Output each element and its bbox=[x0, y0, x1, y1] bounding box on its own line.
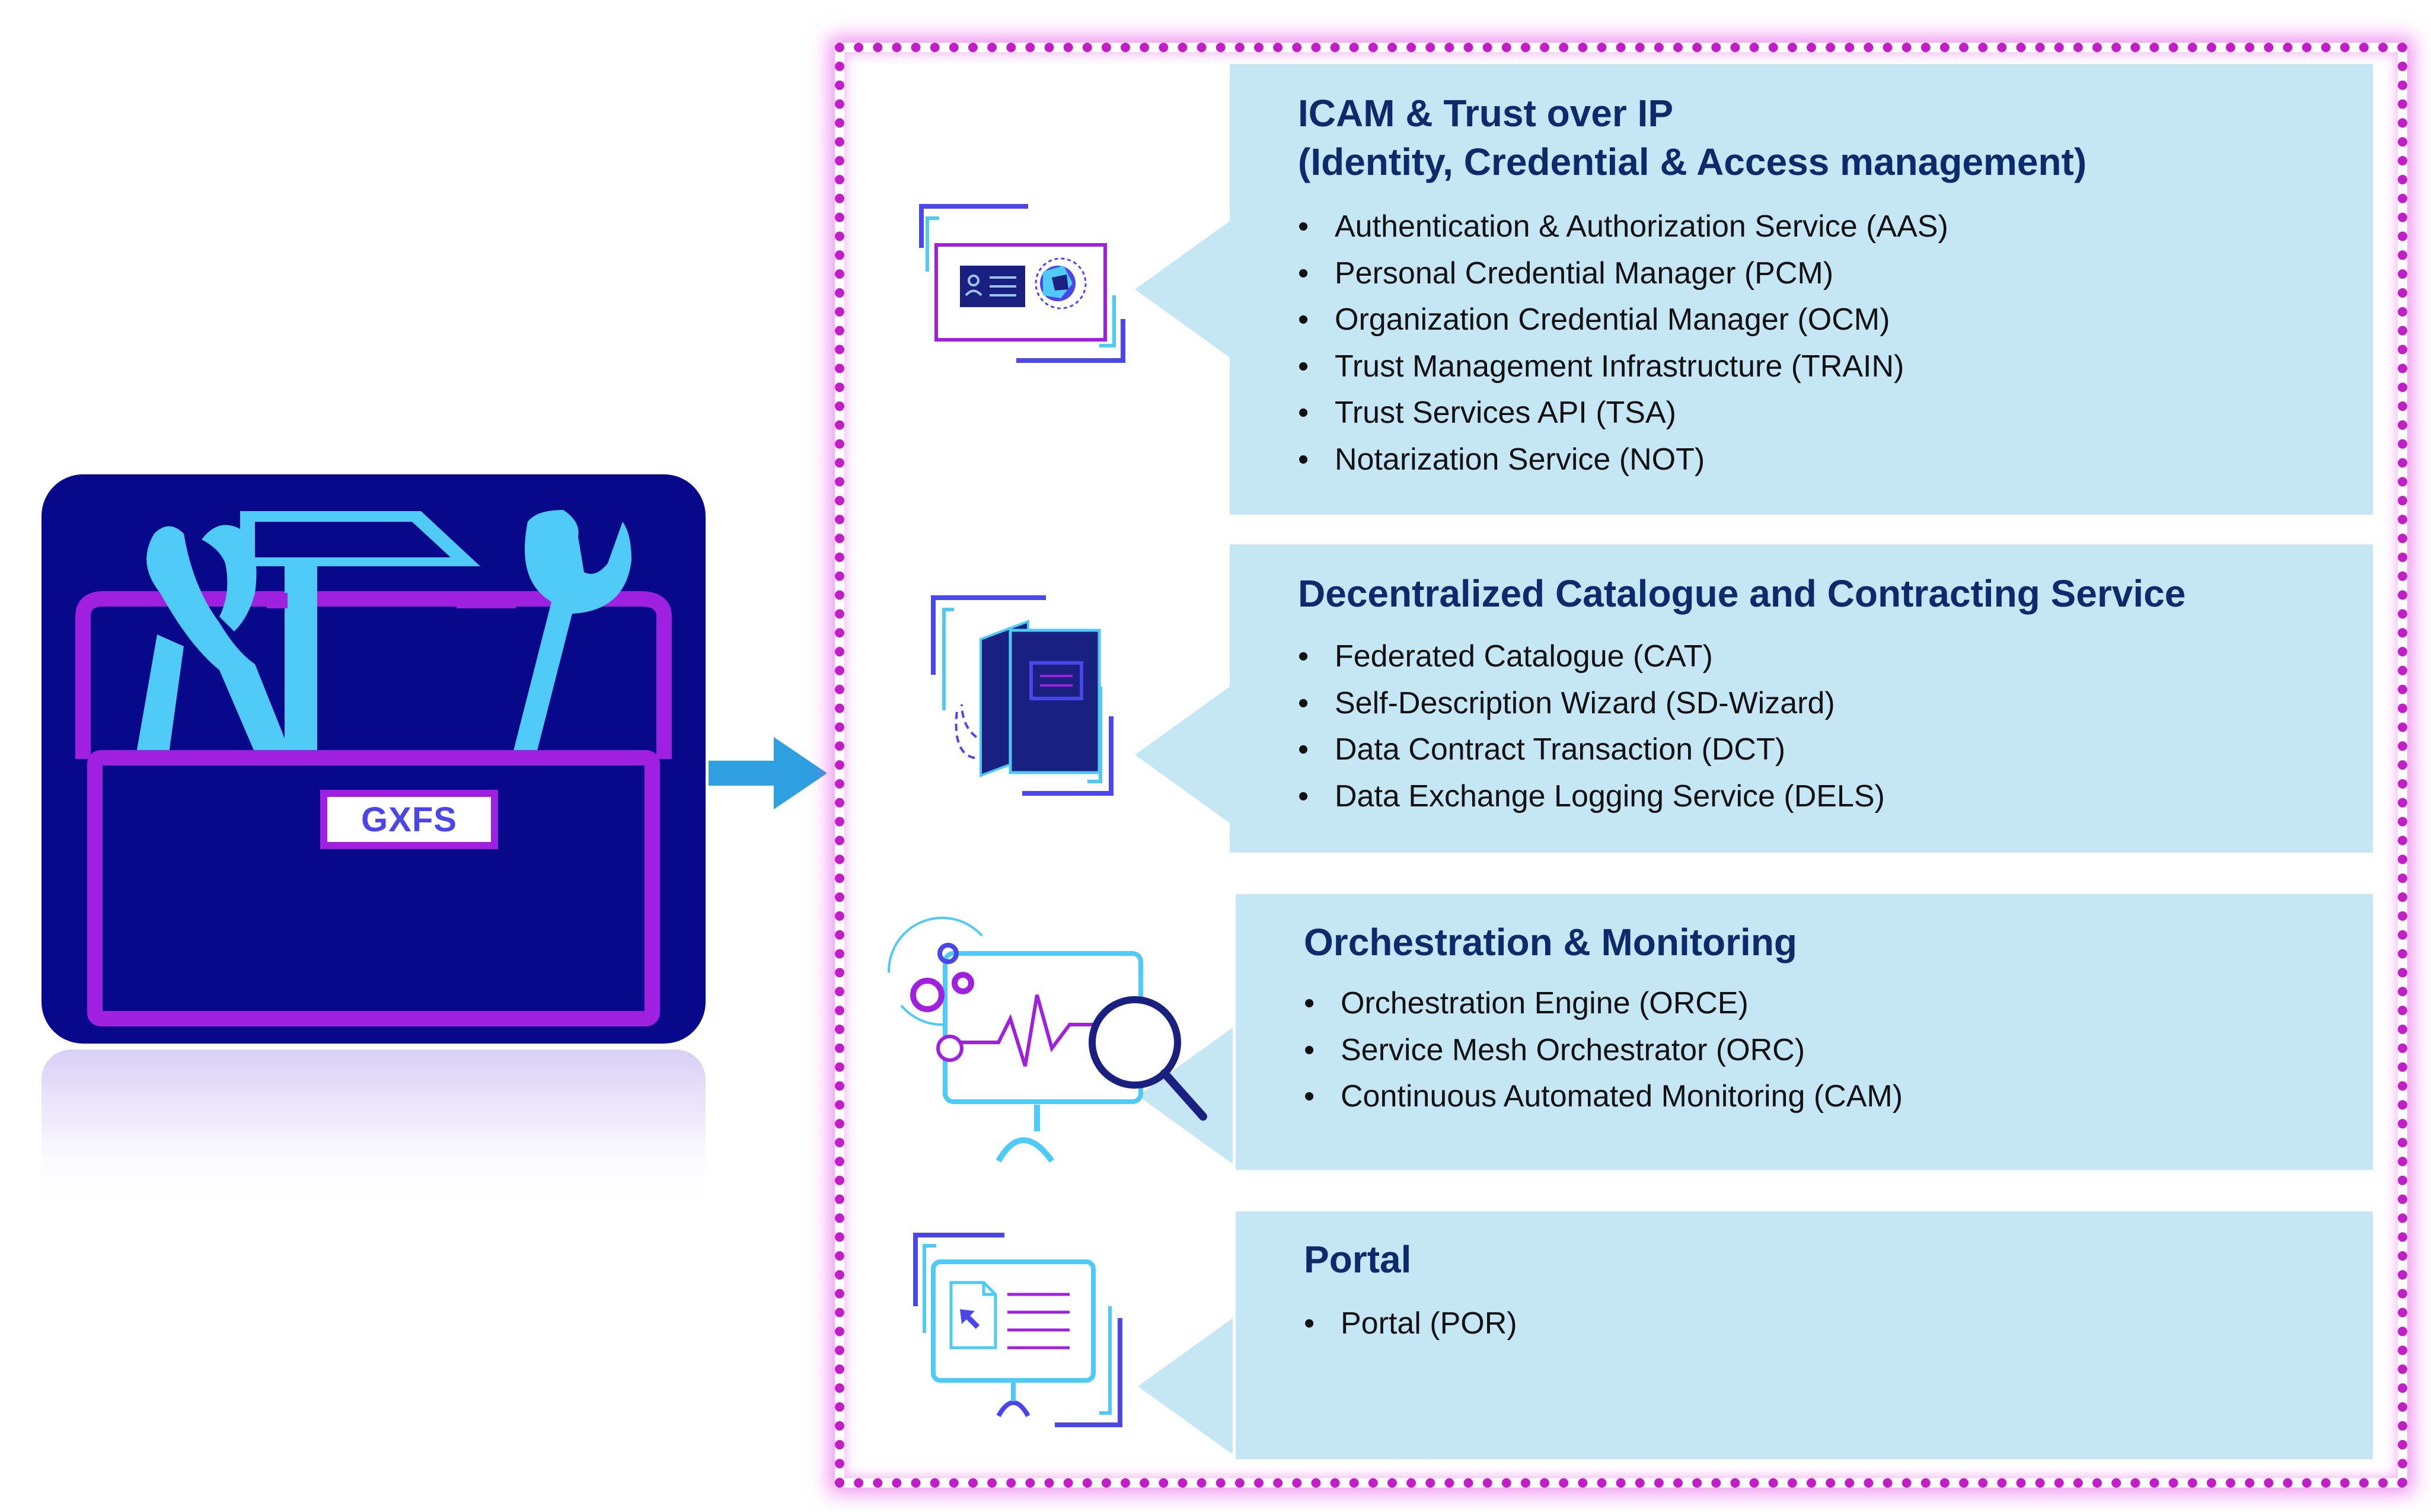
right-arrow-icon bbox=[709, 737, 827, 809]
catalogue-book-icon bbox=[931, 595, 1114, 796]
list-item: Organization Credential Manager (OCM) bbox=[1298, 296, 1948, 343]
list-item: Continuous Automated Monitoring (CAM) bbox=[1304, 1073, 1903, 1120]
gear-icon bbox=[910, 972, 974, 1012]
section-title: ICAM & Trust over IP bbox=[1298, 92, 1673, 135]
section-title: Orchestration & Monitoring bbox=[1304, 921, 1797, 964]
callout-pointer bbox=[1135, 221, 1230, 358]
section-items: Portal (POR) bbox=[1304, 1300, 1517, 1347]
gxfs-label: GXFS bbox=[320, 790, 498, 849]
hammer-icon bbox=[240, 511, 480, 756]
list-item: Data Contract Transaction (DCT) bbox=[1298, 726, 1885, 773]
toolbox-graphic bbox=[75, 510, 672, 1026]
section-title: Portal bbox=[1304, 1238, 1412, 1281]
gxfs-toolbox: GXFS bbox=[42, 474, 706, 1044]
section-icam: ICAM & Trust over IP (Identity, Credenti… bbox=[1230, 64, 2373, 515]
section-title: Decentralized Catalogue and Contracting … bbox=[1298, 572, 2186, 615]
section-items: Authentication & Authorization Service (… bbox=[1298, 203, 1948, 483]
list-item: Federated Catalogue (CAT) bbox=[1298, 633, 1885, 680]
list-item: Trust Management Infrastructure (TRAIN) bbox=[1298, 343, 1948, 390]
toolbox-reflection bbox=[42, 1050, 706, 1204]
section-orchestration: Orchestration & Monitoring Orchestration… bbox=[1236, 894, 2373, 1170]
portal-screen-icon bbox=[913, 1233, 1122, 1427]
wrench-icon bbox=[513, 510, 631, 753]
section-catalogue: Decentralized Catalogue and Contracting … bbox=[1230, 544, 2373, 853]
section-title-line2: (Identity, Credential & Access managemen… bbox=[1298, 141, 2087, 183]
section-items: Federated Catalogue (CAT) Self-Descripti… bbox=[1298, 633, 1885, 819]
callout-pointer bbox=[1135, 687, 1230, 823]
callout-pointer bbox=[1138, 1318, 1233, 1454]
list-item: Service Mesh Orchestrator (ORC) bbox=[1304, 1027, 1903, 1074]
section-portal: Portal Portal (POR) bbox=[1236, 1211, 2373, 1459]
list-item: Self-Description Wizard (SD-Wizard) bbox=[1298, 680, 1885, 727]
list-item: Portal (POR) bbox=[1304, 1300, 1517, 1347]
list-item: Trust Services API (TSA) bbox=[1298, 390, 1948, 436]
list-item: Personal Credential Manager (PCM) bbox=[1298, 250, 1948, 297]
list-item: Notarization Service (NOT) bbox=[1298, 436, 1948, 483]
monitor-gears-magnifier-icon bbox=[888, 917, 1207, 1163]
gear-icon bbox=[937, 943, 959, 964]
list-item: Orchestration Engine (ORCE) bbox=[1304, 980, 1903, 1027]
id-card-icon bbox=[919, 204, 1125, 363]
list-item: Authentication & Authorization Service (… bbox=[1298, 203, 1948, 250]
list-item: Data Exchange Logging Service (DELS) bbox=[1298, 773, 1885, 820]
section-items: Orchestration Engine (ORCE) Service Mesh… bbox=[1304, 980, 1903, 1120]
services-frame: ICAM & Trust over IP (Identity, Credenti… bbox=[835, 43, 2407, 1488]
